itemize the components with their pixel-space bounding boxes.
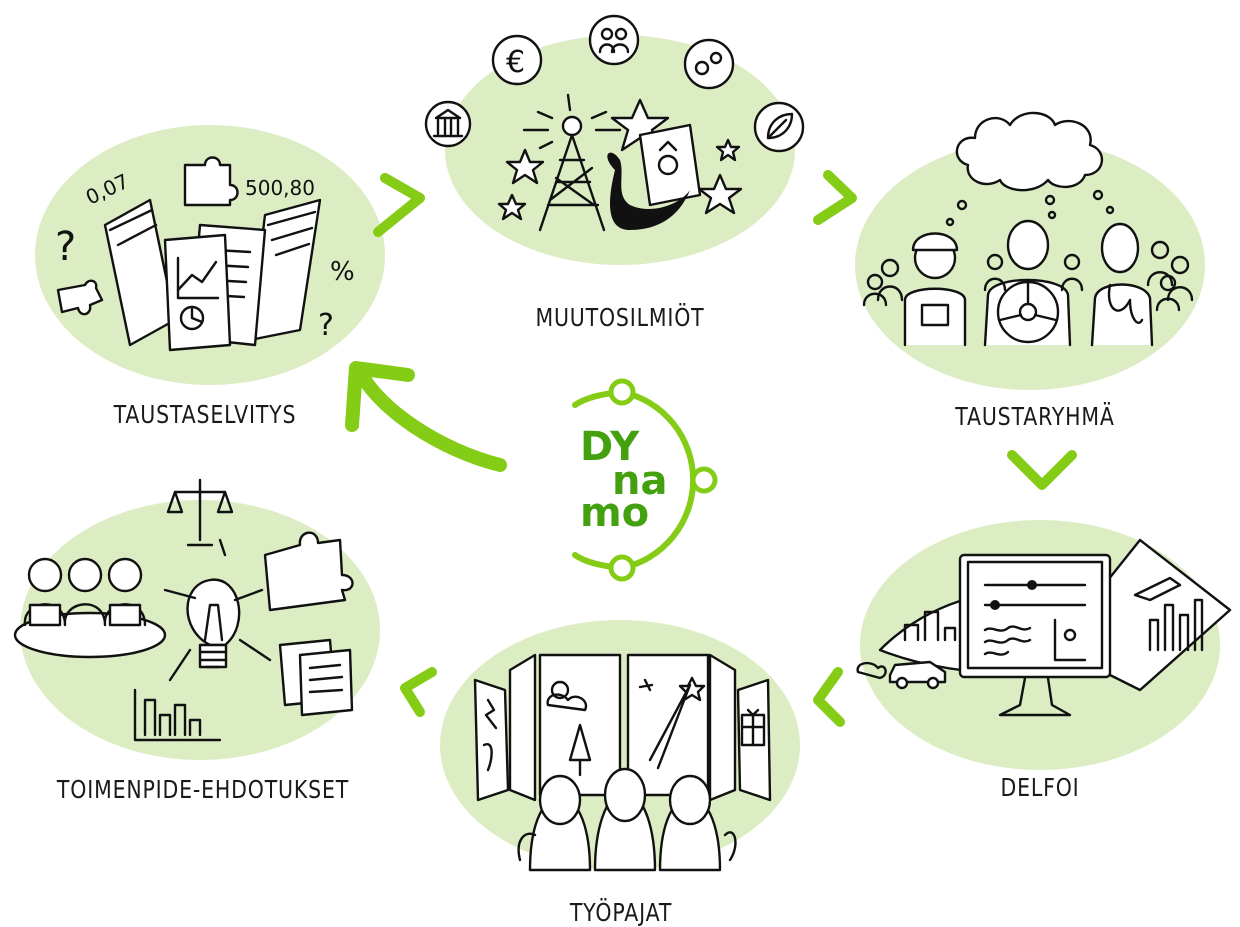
logo-line3: mo [580,490,649,536]
arrow-1-2 [373,173,425,237]
open-doors-icon [473,653,772,872]
dynamo-logo: DY na mo [572,378,718,582]
bank-icon [424,100,472,148]
return-arrow [345,361,507,472]
group-icon [588,14,640,66]
arrow-5-6 [400,667,437,717]
logo-line1: DY [580,424,640,470]
arrow-4-5 [813,667,845,727]
euro-icon: € [491,34,543,86]
percent-sign: % [330,257,355,287]
label-muutosilmiot: MUUTOSILMIÖT [535,303,705,332]
lightbulb-icon [13,478,354,742]
label-tyopajat: TYÖPAJAT [569,898,673,927]
label-toimenpide-ehdotukset: TOIMENPIDE-EHDOTUKSET [56,775,350,804]
books-documents-icon: 0,07 500,80 % ? ? [55,156,355,352]
number-b: 500,80 [245,176,315,200]
question-mark-right: ? [318,308,334,343]
radio-tower-black-swan-icon [497,93,743,232]
question-mark-left: ? [55,224,76,270]
label-taustaryhma: TAUSTARYHMÄ [955,402,1115,431]
arrow-3-4 [1007,450,1077,490]
label-delfoi: DELFOI [1000,773,1080,802]
leaf-icon [753,101,805,153]
label-taustaselvitys: TAUSTASELVITYS [113,400,297,429]
theme-circles: € [424,14,805,153]
arrow-2-3 [813,170,857,225]
flow-arrows [373,170,1077,727]
logo-line2: na [612,458,667,504]
gears-icon [683,38,735,90]
svg-text:€: € [506,45,525,80]
computer-monitor-icon [856,538,1232,717]
people-thinking-icon [862,111,1194,347]
